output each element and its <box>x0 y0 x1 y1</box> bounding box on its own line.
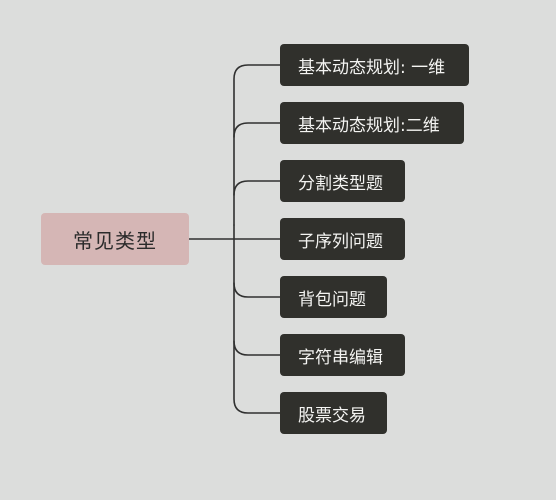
branch-node-subsequence[interactable]: 子序列问题 <box>280 218 405 260</box>
root-node[interactable]: 常见类型 <box>41 213 189 265</box>
branch-connector-7 <box>233 340 281 414</box>
branch-node-knapsack[interactable]: 背包问题 <box>280 276 387 318</box>
branch-node-partition[interactable]: 分割类型题 <box>280 160 405 202</box>
branch-node-label: 基本动态规划: 一维 <box>298 57 446 78</box>
branch-connector-6 <box>233 282 281 356</box>
branch-node-1d-dp[interactable]: 基本动态规划: 一维 <box>280 44 469 86</box>
branch-node-label: 股票交易 <box>298 405 366 426</box>
root-node-label: 常见类型 <box>73 228 157 253</box>
branch-connector-5 <box>233 224 281 298</box>
branch-connector-2 <box>233 122 281 138</box>
branch-connector-1 <box>233 64 281 226</box>
branch-node-2d-dp[interactable]: 基本动态规划:二维 <box>280 102 464 144</box>
branch-node-label: 基本动态规划:二维 <box>298 115 440 136</box>
branch-node-label: 字符串编辑 <box>298 347 383 368</box>
branch-node-label: 背包问题 <box>298 289 366 310</box>
branch-node-stock-trading[interactable]: 股票交易 <box>280 392 387 434</box>
branch-node-string-edit[interactable]: 字符串编辑 <box>280 334 405 376</box>
branch-connector-3 <box>233 180 281 196</box>
branch-node-label: 分割类型题 <box>298 173 383 194</box>
branch-node-label: 子序列问题 <box>298 231 383 252</box>
